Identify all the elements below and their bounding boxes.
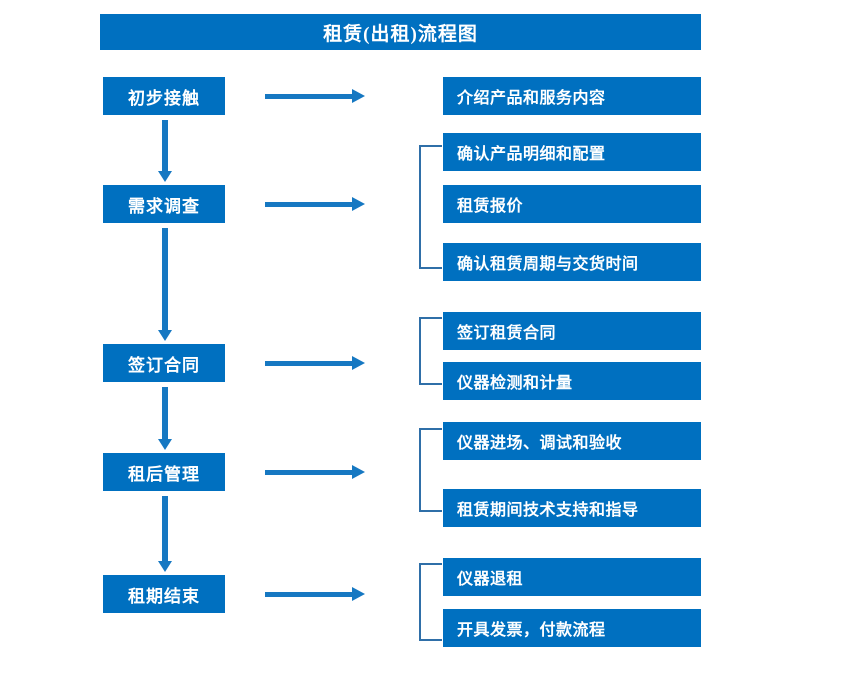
vertical-arrow-3: [158, 387, 172, 450]
detail-box-confirm-period-delivery[interactable]: 确认租赁周期与交货时间: [443, 243, 701, 281]
group-bracket-lease-end: [419, 563, 442, 641]
horizontal-arrow-3: [265, 356, 365, 370]
detail-box-invoice-payment[interactable]: 开具发票，付款流程: [443, 609, 701, 647]
vertical-arrow-4: [158, 496, 172, 572]
detail-box-instrument-return[interactable]: 仪器退租: [443, 558, 701, 596]
horizontal-arrow-2: [265, 197, 365, 211]
arrow-head: [352, 197, 365, 211]
arrow-shaft: [162, 387, 168, 439]
group-bracket-post-rental-management: [419, 428, 442, 512]
stage-box-lease-end[interactable]: 租期结束: [103, 575, 225, 613]
arrow-head: [158, 330, 172, 341]
arrow-shaft: [162, 496, 168, 561]
horizontal-arrow-5: [265, 587, 365, 601]
arrow-head: [352, 89, 365, 103]
arrow-head: [158, 439, 172, 450]
vertical-arrow-1: [158, 120, 172, 182]
detail-box-introduce-products[interactable]: 介绍产品和服务内容: [443, 77, 701, 115]
arrow-head: [352, 465, 365, 479]
vertical-arrow-2: [158, 228, 172, 341]
arrow-shaft: [265, 202, 353, 207]
detail-box-confirm-product-details[interactable]: 确认产品明细和配置: [443, 133, 701, 171]
arrow-shaft: [162, 228, 168, 330]
group-bracket-sign-contract: [419, 317, 442, 385]
detail-box-technical-support[interactable]: 租赁期间技术支持和指导: [443, 489, 701, 527]
detail-box-rental-quotation[interactable]: 租赁报价: [443, 185, 701, 223]
arrow-shaft: [265, 361, 353, 366]
stage-box-post-rental-management[interactable]: 租后管理: [103, 453, 225, 491]
detail-box-instrument-entry-commissioning[interactable]: 仪器进场、调试和验收: [443, 422, 701, 460]
arrow-head: [352, 587, 365, 601]
diagram-title: 租赁(出租)流程图: [100, 14, 701, 50]
arrow-shaft: [265, 592, 353, 597]
arrow-head: [158, 561, 172, 572]
horizontal-arrow-1: [265, 89, 365, 103]
stage-box-requirement-survey[interactable]: 需求调查: [103, 185, 225, 223]
group-bracket-requirement-survey: [419, 145, 442, 269]
detail-box-instrument-inspection[interactable]: 仪器检测和计量: [443, 362, 701, 400]
arrow-head: [352, 356, 365, 370]
horizontal-arrow-4: [265, 465, 365, 479]
detail-box-sign-rental-contract[interactable]: 签订租赁合同: [443, 312, 701, 350]
arrow-head: [158, 171, 172, 182]
stage-box-initial-contact[interactable]: 初步接触: [103, 77, 225, 115]
stage-box-sign-contract[interactable]: 签订合同: [103, 344, 225, 382]
arrow-shaft: [162, 120, 168, 171]
arrow-shaft: [265, 470, 353, 475]
arrow-shaft: [265, 94, 353, 99]
